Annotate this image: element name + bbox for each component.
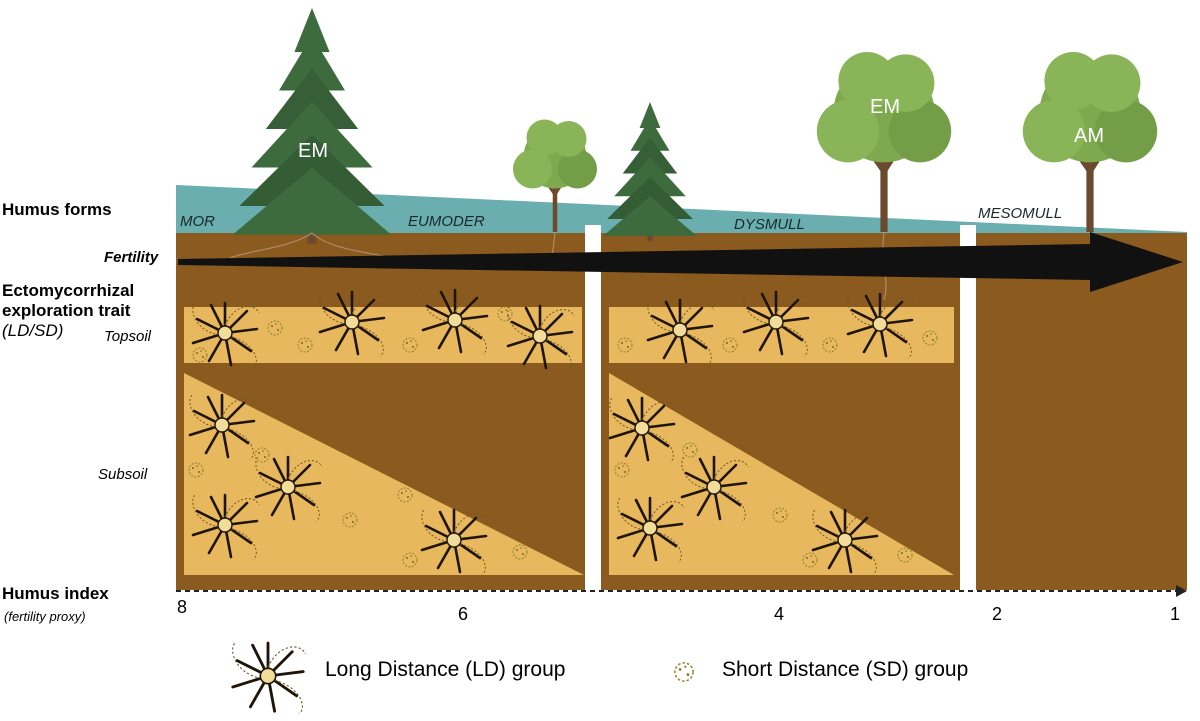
- short-distance-mycelium-icon: [675, 663, 693, 681]
- long-distance-mycelium-icon: [233, 643, 306, 713]
- tick-4: 4: [774, 604, 784, 624]
- tick-8: 8: [177, 597, 187, 617]
- humus-form-mesomull: MESOMULL: [978, 205, 1062, 222]
- tick-1: 1: [1170, 604, 1180, 624]
- humus-form-dysmull: DYSMULL: [734, 216, 805, 233]
- row-label-ecm-3: (LD/SD): [2, 321, 63, 340]
- tree-label-am: AM: [1074, 125, 1104, 147]
- tree-label-em-2: EM: [870, 96, 900, 118]
- tick-2: 2: [992, 604, 1002, 624]
- row-label-humus-index-sub: (fertility proxy): [4, 609, 86, 624]
- row-label-topsoil: Topsoil: [104, 328, 152, 345]
- legend-ld-label: Long Distance (LD) group: [325, 658, 565, 681]
- soil-panel-3: [976, 233, 1187, 590]
- humus-form-eumoder: EUMODER: [408, 213, 485, 230]
- row-label-humus-index: Humus index: [2, 584, 109, 603]
- row-label-ecm-1: Ectomycorrhizal: [2, 281, 134, 300]
- humus-form-mor: MOR: [180, 213, 215, 230]
- row-label-humus-forms: Humus forms: [2, 200, 112, 219]
- tick-6: 6: [458, 604, 468, 624]
- row-label-fertility: Fertility: [104, 249, 159, 266]
- row-label-ecm-2: exploration trait: [2, 301, 131, 320]
- row-label-subsoil: Subsoil: [98, 466, 148, 483]
- tree-broadleaf-em: [817, 52, 951, 232]
- tree-label-em-1: EM: [298, 140, 328, 162]
- legend-sd-label: Short Distance (SD) group: [722, 658, 968, 681]
- legend: Long Distance (LD) group Short Distance …: [233, 643, 969, 713]
